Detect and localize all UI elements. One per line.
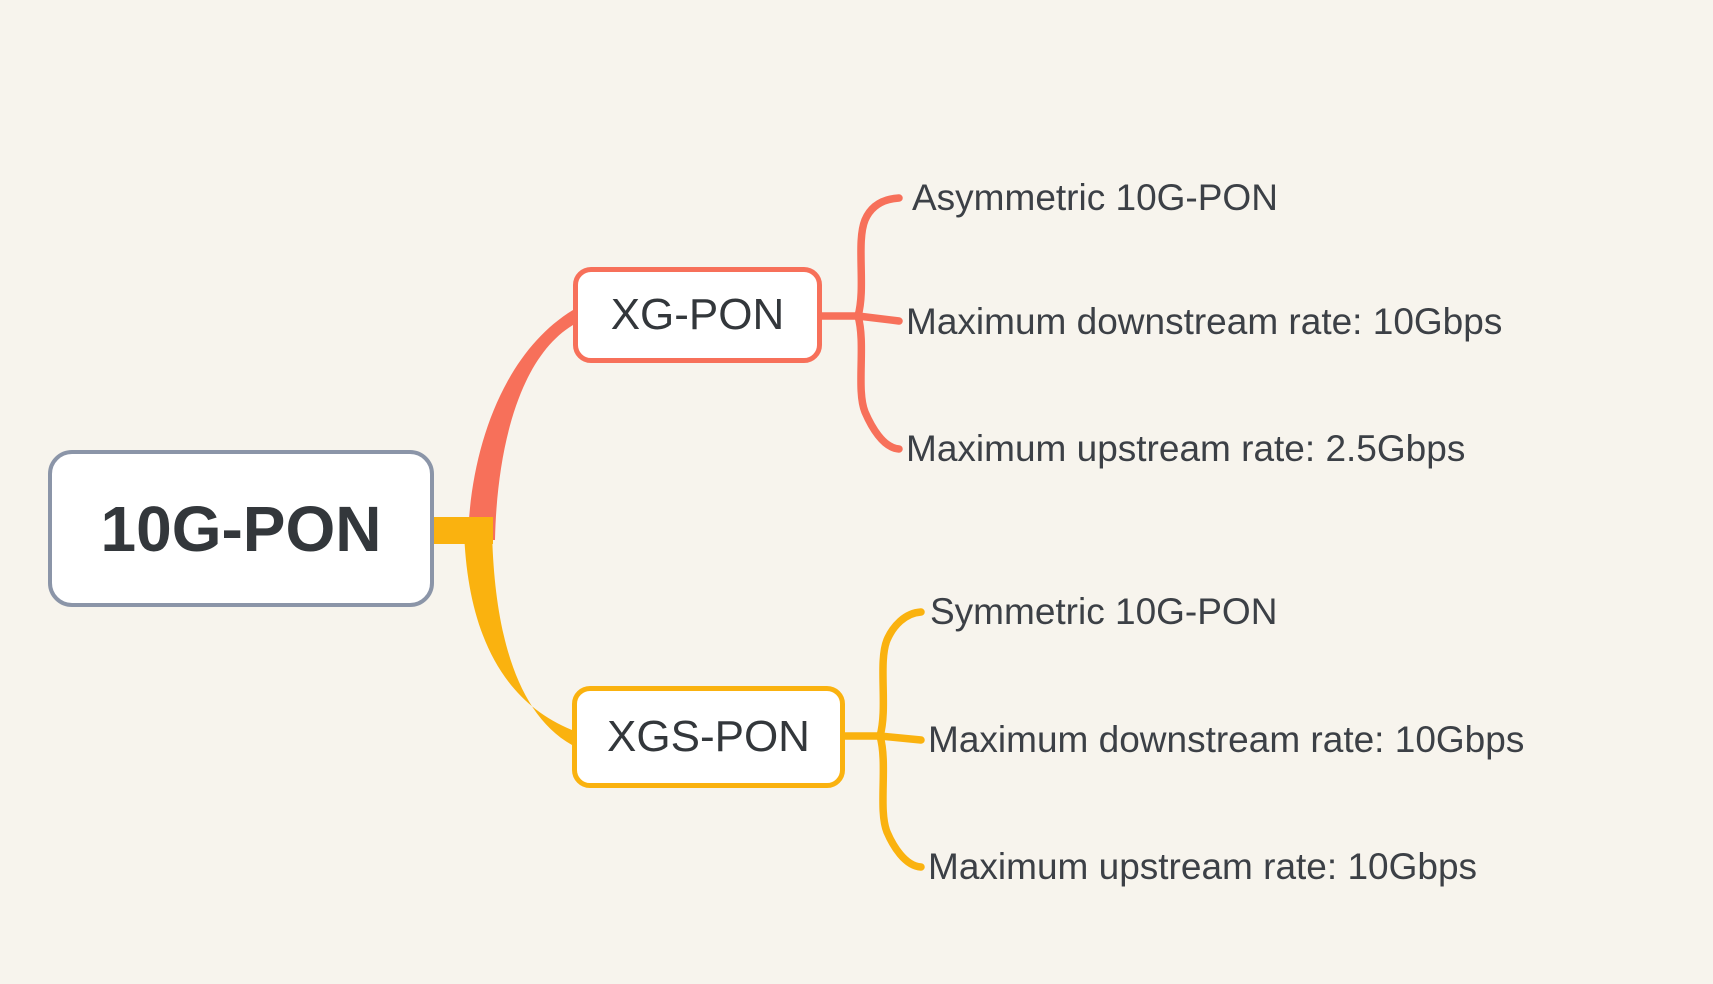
root-connector-stub: [430, 517, 493, 544]
xgs-pon-leaf-connectors: [839, 608, 925, 871]
branch-topic-xgs-pon[interactable]: XGS-PON: [572, 686, 845, 788]
branch-topic-xg-pon-label: XG-PON: [610, 290, 785, 339]
connector-xg-leaf-1: [854, 312, 903, 325]
root-topic-label: 10G-PON: [100, 492, 382, 565]
connector-xgs-leaf-2: [876, 732, 925, 871]
xg-pon-leaf-connectors: [816, 194, 903, 453]
connector-xg-leaf-2: [854, 312, 903, 453]
leaf-topic-asymmetric-10g-pon[interactable]: Asymmetric 10G-PON: [912, 177, 1278, 218]
branch-ribbon-xg-pon: [468, 310, 573, 540]
leaf-topic-xgs-max-upstream[interactable]: Maximum upstream rate: 10Gbps: [928, 846, 1478, 887]
leaf-topic-xgs-max-downstream[interactable]: Maximum downstream rate: 10Gbps: [928, 719, 1525, 760]
connector-xgs-leaf-0: [876, 608, 925, 740]
root-topic[interactable]: 10G-PON: [48, 450, 434, 607]
leaf-topic-xg-max-upstream[interactable]: Maximum upstream rate: 2.5Gbps: [906, 428, 1466, 469]
leaf-topic-xg-max-downstream[interactable]: Maximum downstream rate: 10Gbps: [906, 301, 1503, 342]
connector-xgs-leaf-1: [876, 732, 925, 744]
branch-ribbon-xgs-pon: [464, 530, 572, 745]
connector-xg-leaf-0: [854, 194, 903, 320]
branch-topic-xgs-pon-label: XGS-PON: [607, 712, 810, 761]
branch-topic-xg-pon[interactable]: XG-PON: [573, 267, 822, 363]
leaf-topic-symmetric-10g-pon[interactable]: Symmetric 10G-PON: [930, 591, 1278, 632]
